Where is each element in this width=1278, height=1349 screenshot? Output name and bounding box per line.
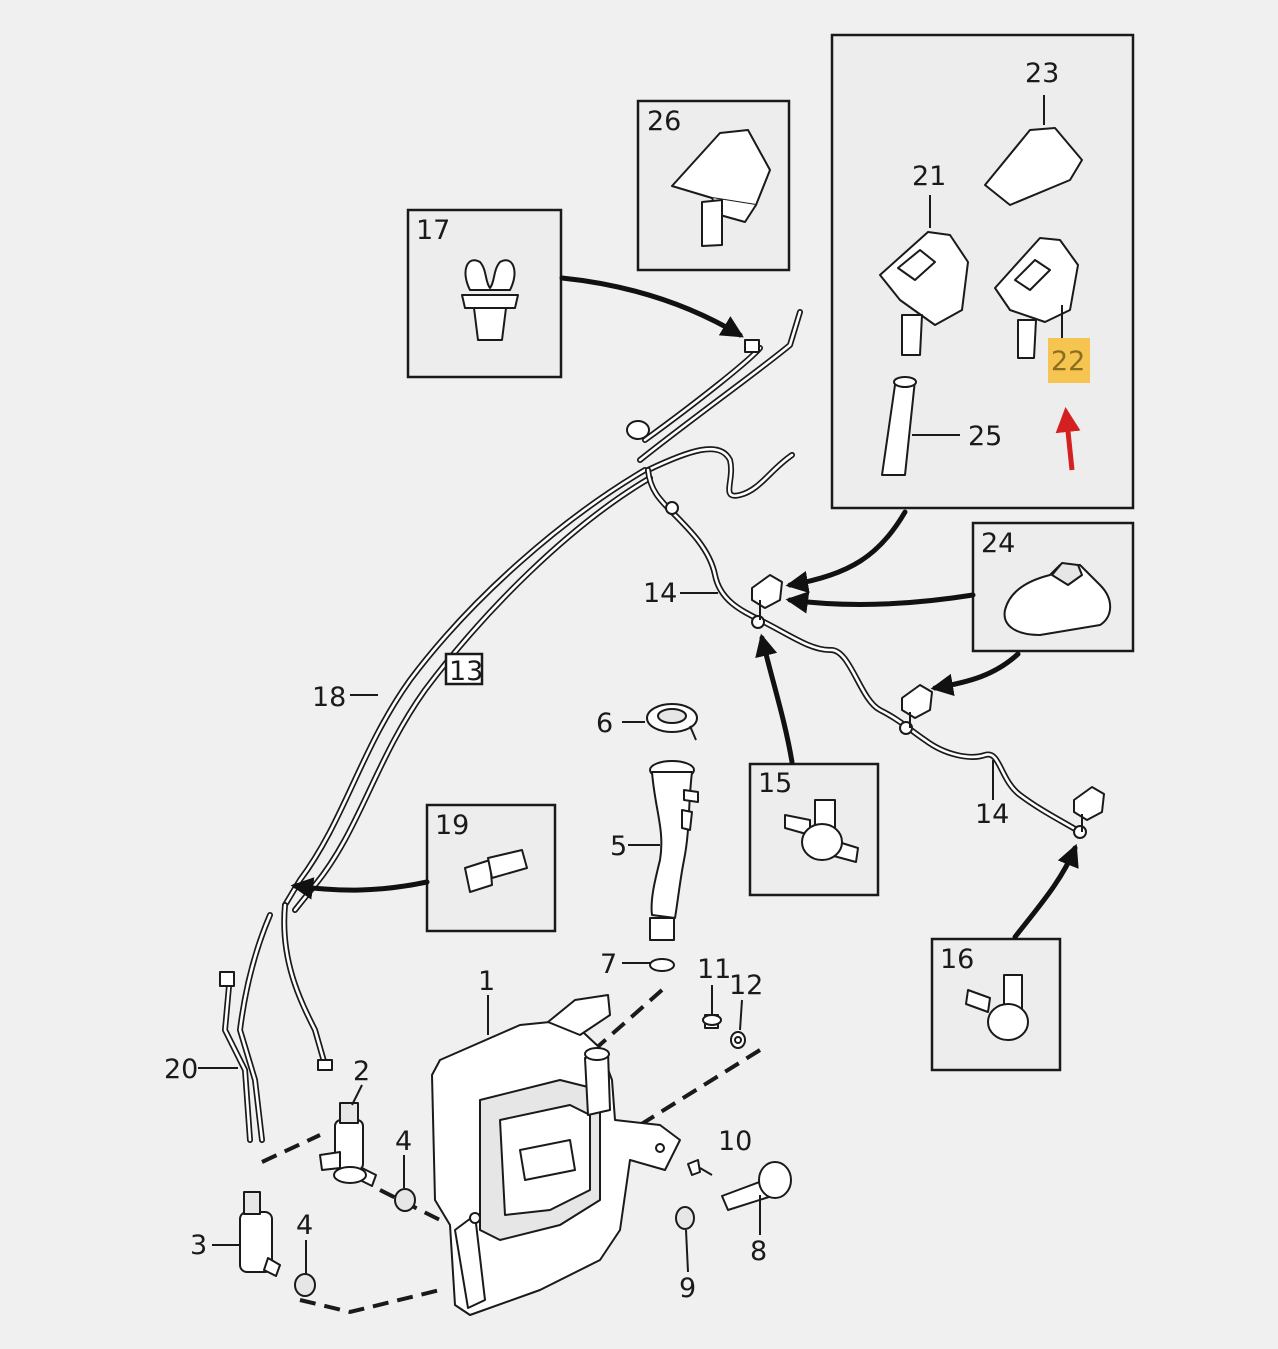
red-pointer-arrow [1055, 407, 1081, 471]
level-sensor [675, 1159, 792, 1230]
part-22-highlight [1048, 338, 1090, 383]
washer-fluid-reservoir [431, 994, 681, 1316]
box-26 [636, 99, 791, 272]
box-19 [425, 803, 557, 933]
label-17: 17 [416, 215, 450, 246]
label-4b: 4 [296, 1210, 313, 1241]
washer-pump-2 [319, 1102, 377, 1187]
label-8: 8 [750, 1236, 767, 1267]
washer-pump-3 [239, 1191, 281, 1277]
grommets-4 [294, 1188, 416, 1297]
bolt-and-washer [702, 1014, 746, 1049]
box-16 [930, 937, 1062, 1072]
label-box-13 [444, 652, 484, 686]
label-16: 16 [940, 944, 974, 975]
box-24 [971, 521, 1135, 653]
filler-neck [646, 703, 699, 972]
label-14a: 14 [643, 578, 677, 609]
callout-arrows [290, 275, 1079, 940]
part-number-labels: 1 2 3 4 4 5 6 7 8 9 10 11 12 13 14 14 15… [164, 58, 1085, 1304]
label-5: 5 [610, 831, 627, 862]
box-17 [406, 208, 563, 379]
label-15: 15 [758, 768, 792, 799]
label-20: 20 [164, 1054, 198, 1085]
label-11: 11 [697, 954, 731, 985]
label-10: 10 [718, 1126, 752, 1157]
label-7: 7 [600, 949, 617, 980]
leader-lines [198, 592, 994, 1275]
label-18: 18 [312, 682, 346, 713]
box-15 [748, 762, 880, 897]
label-22: 22 [1051, 346, 1085, 377]
label-6: 6 [596, 708, 613, 739]
label-9: 9 [679, 1273, 696, 1304]
box-nozzle-parts [830, 33, 1135, 510]
label-25: 25 [968, 421, 1002, 452]
label-13: 13 [449, 656, 483, 687]
label-12: 12 [729, 970, 763, 1001]
hose-assembly [219, 309, 1105, 1143]
label-23: 23 [1025, 58, 1059, 89]
label-2: 2 [353, 1056, 370, 1087]
label-24: 24 [981, 528, 1015, 559]
label-1: 1 [478, 966, 495, 997]
label-19: 19 [435, 810, 469, 841]
label-21: 21 [912, 161, 946, 192]
label-4a: 4 [395, 1126, 412, 1157]
label-26: 26 [647, 106, 681, 137]
label-14b: 14 [975, 799, 1009, 830]
label-3: 3 [190, 1230, 207, 1261]
